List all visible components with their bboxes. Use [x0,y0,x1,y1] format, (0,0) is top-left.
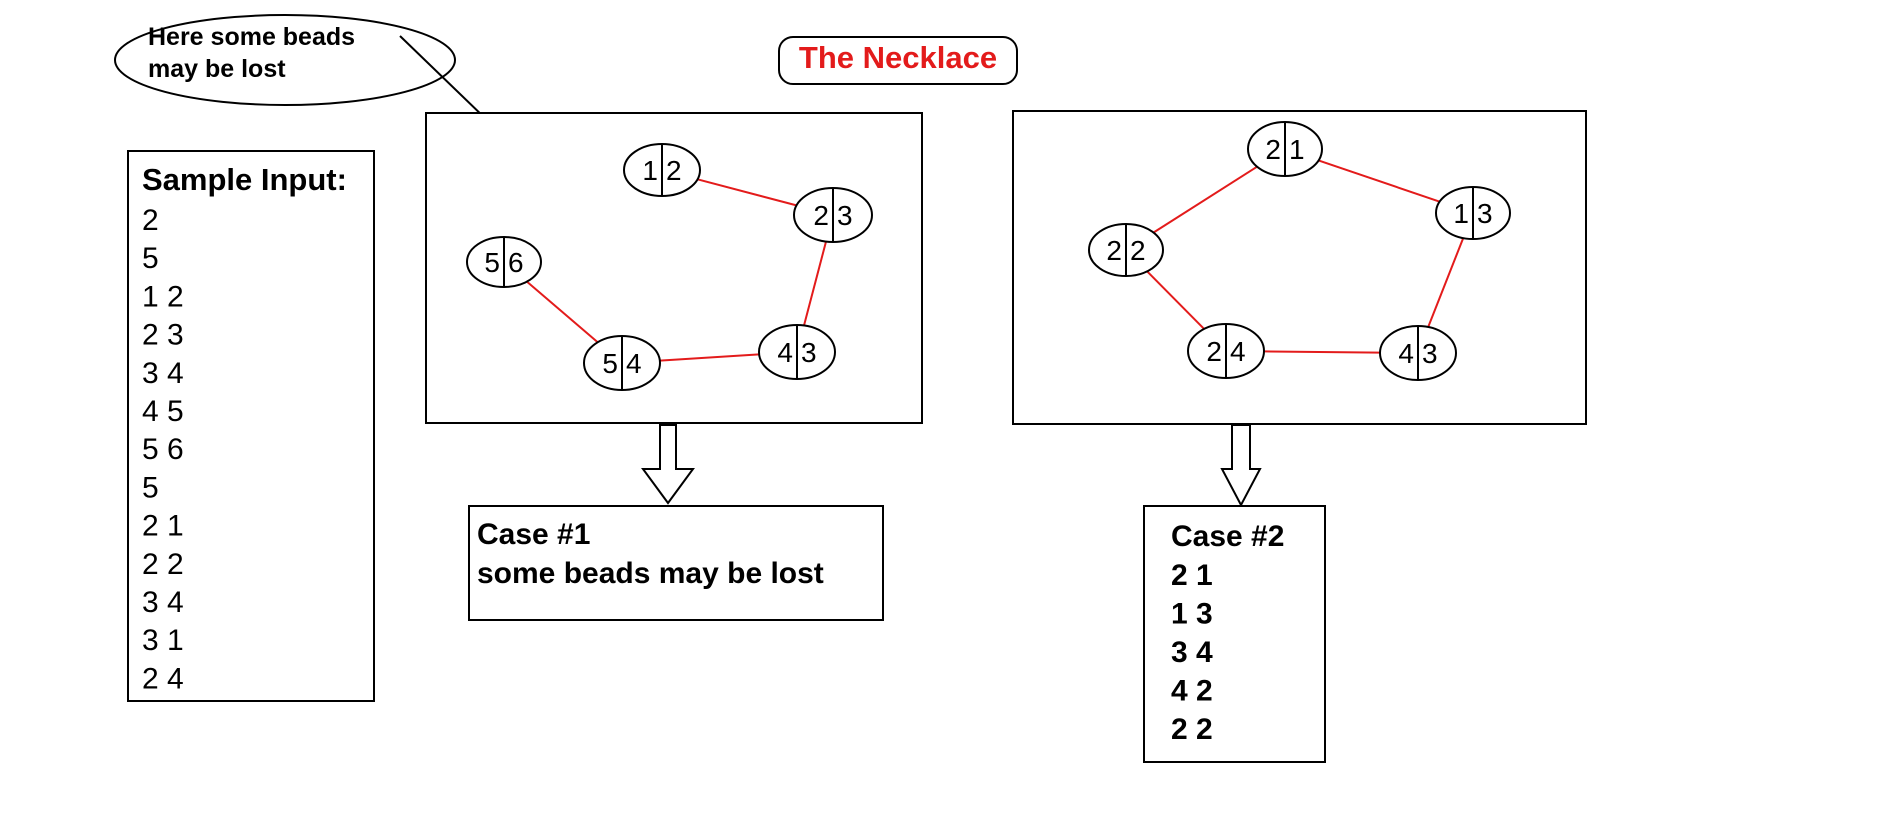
bead-left-number: 5 [602,348,618,379]
bead-left-number: 1 [642,155,658,186]
case1-down-arrow [641,424,695,505]
case1-output-frame [468,505,884,621]
sample-input-line: 2 2 [142,548,184,581]
sample-input-lines: 2 5 1 2 2 3 3 4 4 5 5 6 5 2 1 2 2 3 4 3 1 2 4 [142,204,184,695]
bead-left-number: 1 [1453,198,1469,229]
case2-output-frame [1143,505,1326,763]
sample-input-line: 2 1 [142,510,184,543]
case2-output-heading: Case #2 [1171,520,1284,553]
case2-links [1146,159,1465,354]
bead-left-number: 2 [1106,235,1122,266]
sample-input-line: 4 5 [142,395,184,428]
bead-right-number: 2 [1130,235,1146,266]
title-label: The Necklace [799,40,997,75]
case2-output-line: 4 2 [1171,675,1213,708]
case1-output-lines: some beads may be lost [477,557,824,590]
bead-right-number: 3 [837,200,853,231]
bead-right-number: 1 [1289,134,1305,165]
sample-input-line: 5 [142,471,159,504]
necklace-link [1146,270,1205,330]
sample-input-panel: Sample Input: 2 5 1 2 2 3 3 4 4 5 5 6 5 2 1 2 2 3 … [127,150,375,702]
necklace-link [1152,165,1258,234]
sample-input-line: 2 4 [142,662,184,695]
bead-left-number: 4 [1398,338,1414,369]
case2-output-line: 2 2 [1171,713,1213,746]
bead-left-number: 2 [1206,336,1222,367]
callout-line-1: Here some beads [148,23,355,51]
case2-output-lines: 2 1 1 3 3 4 4 2 2 2 [1171,559,1213,746]
case1-output-line: some beads may be lost [477,557,824,590]
case1-output-panel: Case #1 some beads may be lost [468,505,884,621]
case2-output-panel: Case #2 2 1 1 3 3 4 4 2 2 2 [1143,505,1326,763]
sample-input-line: 1 2 [142,280,184,313]
title-frame [778,36,1018,85]
bead-right-number: 3 [1477,198,1493,229]
necklace-link [659,353,760,362]
bead-right-number: 4 [1230,336,1246,367]
callout-bubble [114,14,456,106]
case1-links [526,178,827,362]
sample-input-line: 2 [142,204,159,237]
sample-input-frame [127,150,375,702]
sample-input-line: 2 3 [142,319,184,352]
sample-input-line: 3 1 [142,624,184,657]
sample-input-line: 5 6 [142,433,184,466]
callout-line-2: may be lost [148,55,286,83]
case2-output-line: 3 4 [1171,636,1213,669]
bead-right-number: 4 [626,348,642,379]
sample-input-heading: Sample Input: [142,162,347,197]
bead-right-number: 3 [1422,338,1438,369]
title-box: The Necklace [778,36,1018,85]
sample-input-line: 5 [142,242,159,275]
bead-left-number: 5 [484,247,500,278]
necklace-link [1318,159,1441,203]
necklace-link [526,280,599,343]
case2-output-line: 2 1 [1171,559,1213,592]
bead-left-number: 2 [1265,134,1281,165]
bead-right-number: 3 [801,337,817,368]
bead-right-number: 6 [508,247,524,278]
necklace-link [1427,237,1465,328]
case1-output-heading: Case #1 [477,518,590,551]
sample-input-line: 3 4 [142,586,184,619]
necklace-link [697,178,797,207]
sample-input-line: 3 4 [142,357,184,390]
case2-output-line: 1 3 [1171,598,1213,631]
case2-down-arrow [1220,424,1262,508]
bead-right-number: 2 [666,155,682,186]
bead-left-number: 2 [813,200,829,231]
necklace-link [803,241,827,326]
necklace-link [1263,350,1381,354]
bead-left-number: 4 [777,337,793,368]
